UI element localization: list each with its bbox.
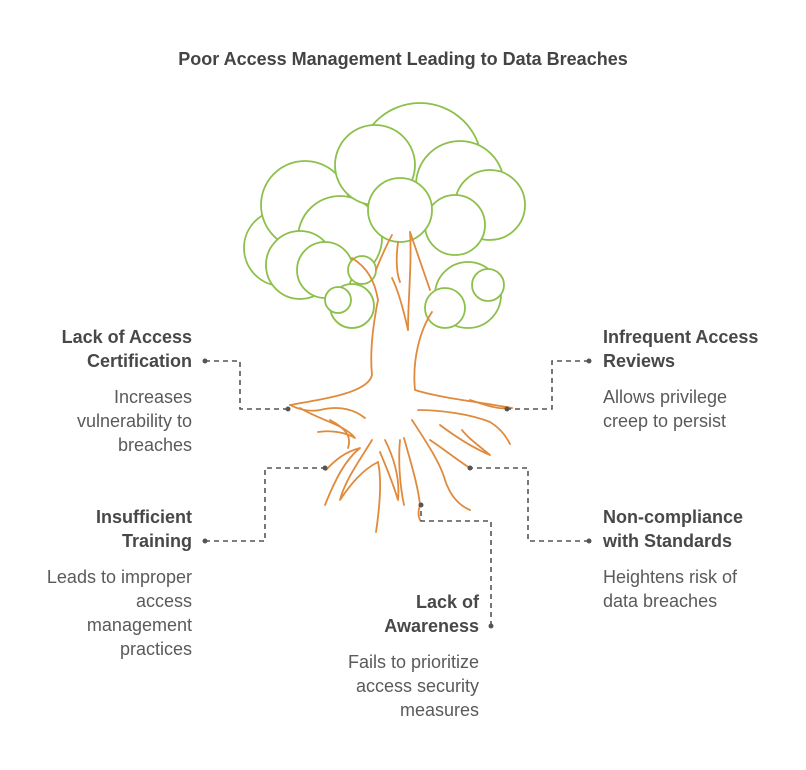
desc-lack-of-access-certification: Increases vulnerability to breaches (2, 385, 192, 457)
desc-infrequent-access-reviews: Allows privilege creep to persist (603, 385, 803, 433)
desc-line: creep to persist (603, 411, 727, 431)
label-line: Non-compliance (603, 507, 744, 527)
desc-line: practices (119, 639, 192, 659)
label-line: Reviews (603, 351, 676, 371)
desc-line: Increases (113, 387, 192, 407)
label-line: Insufficient (95, 507, 192, 527)
connector-access-certification (205, 360, 288, 410)
label-lack-of-access-certification: Lack of Access Certification (2, 325, 192, 373)
desc-line: vulnerability to (76, 411, 192, 431)
label-non-compliance-with-standards: Non-compliance with Standards (603, 505, 803, 553)
desc-line: Heightens risk of (603, 567, 738, 587)
label-line: with Standards (603, 531, 733, 551)
label-line: Lack of Access (61, 327, 192, 347)
desc-line: measures (399, 700, 479, 720)
desc-line: access security (355, 676, 479, 696)
desc-line: access (135, 591, 192, 611)
label-line: Certification (86, 351, 192, 371)
connector-dots (202, 358, 592, 629)
label-line: Awareness (384, 616, 479, 636)
desc-line: data breaches (603, 591, 718, 611)
connector-access-reviews (507, 360, 589, 410)
connector-awareness (420, 505, 492, 626)
desc-line: management (86, 615, 192, 635)
label-infrequent-access-reviews: Infrequent Access Reviews (603, 325, 803, 373)
desc-line: Leads to improper (46, 567, 192, 587)
tree-canopy (243, 102, 526, 329)
desc-non-compliance-with-standards: Heightens risk of data breaches (603, 565, 803, 613)
diagram-title: Poor Access Management Leading to Data B… (178, 49, 628, 69)
desc-line: breaches (117, 435, 192, 455)
desc-line: Fails to prioritize (347, 652, 479, 672)
connector-compliance (470, 467, 589, 542)
label-insufficient-training: Insufficient Training (2, 505, 192, 553)
desc-line: Allows privilege (603, 387, 728, 407)
tree-roots (289, 231, 513, 533)
connector-training (205, 467, 325, 542)
label-line: Infrequent Access (603, 327, 759, 347)
desc-insufficient-training: Leads to improper access management prac… (2, 565, 192, 661)
label-lack-of-awareness: Lack of Awareness (279, 590, 479, 638)
connector-lines (205, 360, 589, 626)
label-line: Training (121, 531, 192, 551)
label-line: Lack of (415, 592, 479, 612)
desc-lack-of-awareness: Fails to prioritize access security meas… (279, 650, 479, 722)
